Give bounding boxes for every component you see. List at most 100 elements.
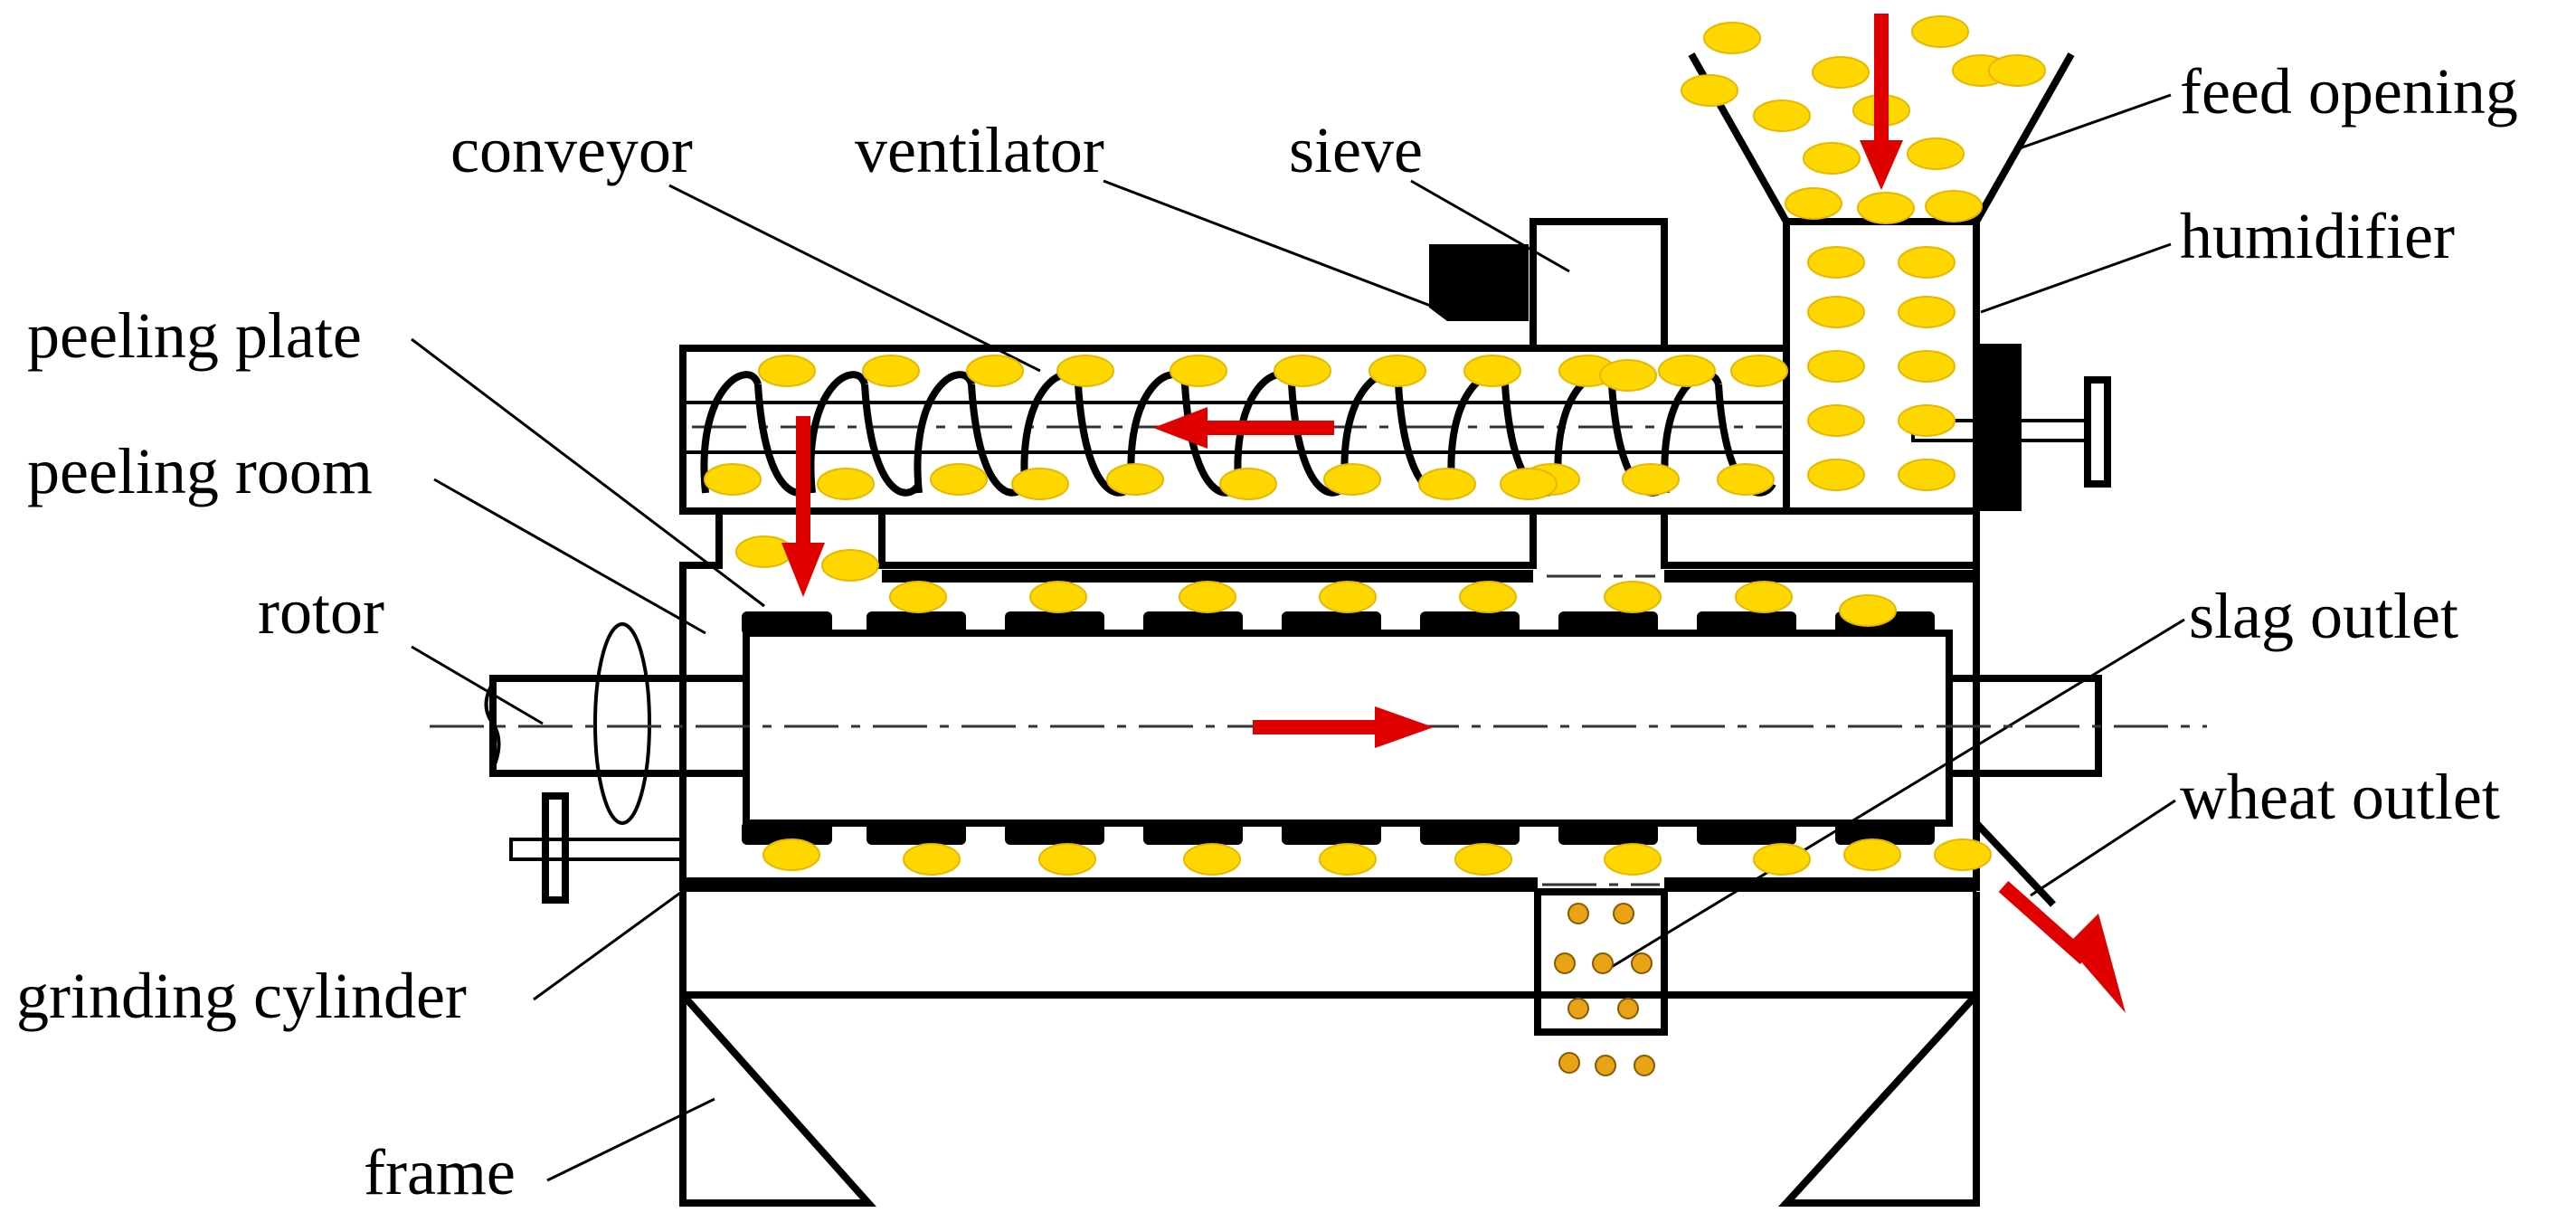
rotor: [430, 611, 2207, 845]
peeling-plate-stud: [742, 611, 832, 635]
wheat-grain: [862, 355, 920, 387]
channel-inner-wall: [878, 511, 1537, 569]
peeling-plate-stud: [1282, 821, 1381, 845]
conveyor: [679, 345, 1790, 515]
wheat-grain: [1807, 246, 1865, 279]
slag-particle: [1613, 903, 1634, 924]
wheat-grain: [1925, 190, 1983, 223]
wheat-grain: [1807, 404, 1865, 437]
wheat-grain: [762, 838, 820, 871]
wheat-grain: [1911, 15, 1969, 48]
wheat-outlet-flap: [1974, 820, 2056, 907]
wheat-grain: [1319, 581, 1377, 613]
peeling-plate-stud: [1282, 611, 1381, 635]
leader-wheat-outlet: [2030, 799, 2176, 897]
slag-particle: [1631, 952, 1653, 974]
wheat-grain: [1681, 74, 1738, 107]
wheat-grain: [1812, 56, 1870, 89]
wheat-grain: [1319, 843, 1377, 876]
adjuster-knob: [2084, 376, 2111, 488]
wheat-grain: [1604, 581, 1662, 613]
wheat-grain: [1604, 843, 1662, 876]
grinding-cylinder-bottom-left: [683, 877, 1538, 892]
wheat-grain: [966, 355, 1024, 387]
wheat-grain: [1807, 350, 1865, 383]
peeling-plate-stud: [1835, 821, 1935, 845]
wheat-grain: [1807, 459, 1865, 491]
wheat-grain: [1898, 404, 1956, 437]
conveyor-tube: [679, 345, 1790, 515]
label-rotor: rotor: [258, 575, 384, 648]
slag-particle: [1634, 1055, 1655, 1076]
wheat-grain: [1056, 355, 1114, 387]
wheat-grain: [817, 468, 875, 500]
wheat-grain: [1658, 355, 1716, 387]
rotation-indicator: [593, 622, 651, 825]
peeling-plate-stud: [1558, 821, 1658, 845]
wheat-grain: [1753, 99, 1811, 132]
peeling-plate-stud: [867, 611, 966, 635]
wheat-grain: [1730, 355, 1788, 387]
wheat-grains: [704, 15, 2046, 876]
ventilator: [1429, 218, 1668, 352]
wheat-grain: [1038, 843, 1096, 876]
peeling-plate-stud: [1420, 821, 1520, 845]
slag-particle: [1554, 952, 1576, 974]
wheat-grain: [1463, 355, 1521, 387]
wheat-grain: [1323, 463, 1381, 496]
peeling-plate-stud: [1558, 611, 1658, 635]
leader-rotor: [411, 645, 544, 725]
wheat-grain: [1599, 359, 1657, 392]
peeling-plate-stud: [1697, 821, 1796, 845]
wheat-grain: [1785, 187, 1842, 220]
leader-frame: [546, 1097, 715, 1182]
wheat-grain: [1703, 22, 1761, 54]
wheat-grain: [1839, 594, 1897, 627]
wheat-grain: [1807, 296, 1865, 328]
left-adjuster: [509, 792, 685, 904]
feed-arrow: [1860, 14, 1903, 190]
wheat-grain: [1717, 463, 1775, 496]
peeling-plate-stud: [1420, 611, 1520, 635]
drop-arrow: [781, 416, 825, 597]
leader-sieve: [1410, 179, 1570, 273]
label-feed-opening: feed opening: [2180, 55, 2518, 128]
wheat-grain: [1170, 355, 1227, 387]
label-frame: frame: [364, 1136, 516, 1208]
wheat-grain: [1418, 468, 1476, 500]
wheat-grain: [889, 581, 947, 613]
grinding-cylinder-bottom-right: [1664, 877, 1976, 892]
wheat-grain: [1622, 463, 1680, 496]
wheat-grain: [1988, 54, 2046, 87]
slag-particle: [1567, 998, 1589, 1019]
wheat-grain: [1454, 843, 1512, 876]
wheat-grain: [1029, 581, 1087, 613]
frame-right-leg: [1777, 985, 1980, 1207]
peeling-plate-stud: [1143, 821, 1243, 845]
peeling-plates-top: [742, 611, 1935, 635]
peeling-plates-bottom: [742, 821, 1935, 845]
leader-lines: [411, 93, 2185, 1182]
wheat-grain: [1898, 246, 1956, 279]
slag-outlet-box: [1534, 888, 1668, 1036]
label-peeling-room: peeling room: [27, 435, 373, 507]
leader-peeling-plate: [411, 337, 765, 608]
label-humidifier: humidifier: [2180, 200, 2455, 272]
wheat-grain: [1898, 296, 1956, 328]
wheat-grain: [1459, 581, 1517, 613]
wheat-grain: [1500, 468, 1558, 500]
wheat-grain: [1011, 468, 1069, 500]
wheat-grain: [930, 463, 988, 496]
label-grinding-cylinder: grinding cylinder: [16, 960, 467, 1032]
peeling-plate-stud: [1005, 821, 1104, 845]
slag-particle: [1595, 1055, 1616, 1076]
peeling-plate-stud: [867, 821, 966, 845]
leader-peeling-room: [433, 478, 706, 635]
leader-feed-opening: [2016, 93, 2172, 151]
slag-particles: [1554, 903, 1655, 1076]
leader-humidifier: [1980, 242, 2172, 314]
ventilator-motor: [1429, 244, 1529, 321]
wheat-grain: [903, 843, 961, 876]
wheat-grain: [1368, 355, 1426, 387]
